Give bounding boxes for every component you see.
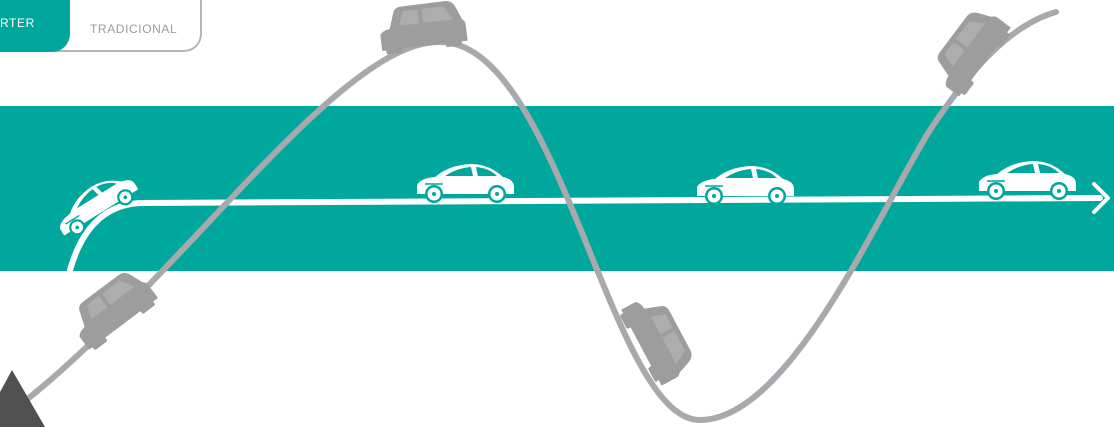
- suv-icon: [64, 264, 160, 352]
- tab-tradicional-label: TRADICIONAL: [90, 22, 177, 36]
- tab-starter[interactable]: RTER: [0, 0, 70, 52]
- sports-car-icon: [417, 164, 514, 203]
- corner-wedge: [0, 370, 45, 427]
- tab-starter-label: RTER: [0, 16, 35, 30]
- tab-tradicional[interactable]: TRADICIONAL: [52, 0, 202, 52]
- sports-car-icon: [50, 166, 143, 242]
- suv-icon: [926, 2, 1014, 98]
- sports-car-icon: [979, 161, 1076, 200]
- volatile-wave-line: [20, 12, 1056, 420]
